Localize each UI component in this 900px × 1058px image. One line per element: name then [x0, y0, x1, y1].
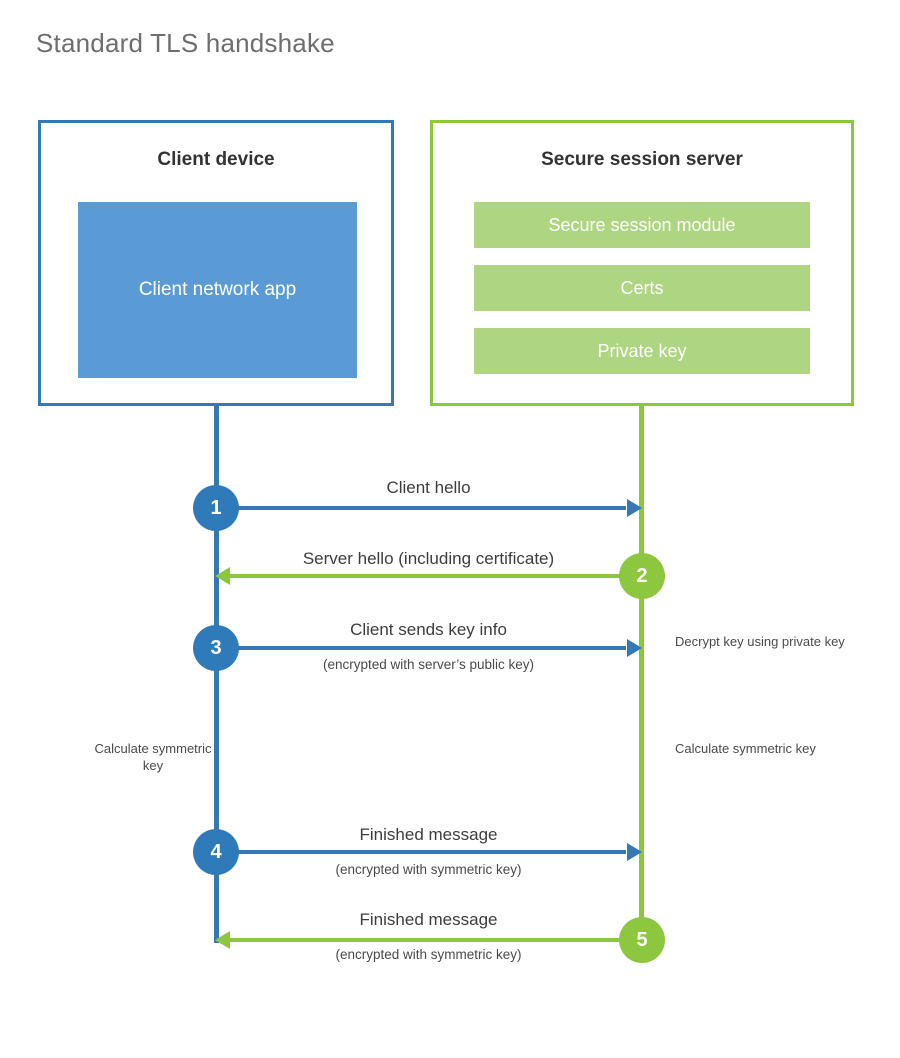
step-4-sublabel: (encrypted with symmetric key) [335, 862, 522, 877]
step-marker-2[interactable]: 2 [619, 553, 665, 599]
step-5-arrow [215, 931, 641, 949]
step-1-label: Client hello [386, 478, 471, 497]
server-block-secure-session-module: Secure session module [474, 202, 810, 248]
arrowhead-right-icon [627, 843, 642, 861]
arrowhead-left-icon [215, 931, 230, 949]
page-title: Standard TLS handshake [36, 28, 335, 58]
step-4-arrow [216, 843, 642, 861]
client-device-title: Client device [157, 149, 275, 170]
arrowhead-left-icon [215, 567, 230, 585]
step-2-label: Server hello (including certificate) [302, 549, 555, 568]
step-5-sublabel: (encrypted with symmetric key) [335, 947, 522, 962]
arrow-shaft [216, 646, 626, 650]
step-2-arrow [215, 567, 641, 585]
step-marker-1[interactable]: 1 [193, 485, 239, 531]
client-lifeline [214, 403, 219, 943]
step-marker-4[interactable]: 4 [193, 829, 239, 875]
server-lifeline [639, 403, 644, 941]
step-3-label: Client sends key info [350, 620, 507, 639]
client-network-app-block: Client network app [78, 202, 357, 378]
server-block-certs: Certs [474, 265, 810, 311]
step-5-label: Finished message [359, 910, 498, 929]
arrow-shaft [216, 850, 626, 854]
client-device-box: Client device Client network app [38, 120, 394, 406]
arrowhead-right-icon [627, 639, 642, 657]
step-3-sublabel: (encrypted with server’s public key) [322, 657, 535, 672]
arrowhead-right-icon [627, 499, 642, 517]
server-block-private-key: Private key [474, 328, 810, 374]
step-4-label: Finished message [359, 825, 498, 844]
arrow-shaft [230, 574, 641, 578]
step-1-arrow [216, 499, 642, 517]
client-calculate-symmetric-key-note: Calculate symmetric key [94, 741, 212, 773]
secure-session-server-title: Secure session server [541, 149, 743, 170]
secure-session-server-box: Secure session server Secure session mod… [430, 120, 854, 406]
server-calculate-symmetric-key-note: Calculate symmetric key [675, 741, 816, 756]
arrow-shaft [216, 506, 626, 510]
decrypt-key-note: Decrypt key using private key [675, 634, 845, 649]
arrow-shaft [230, 938, 641, 942]
step-3-arrow [216, 639, 642, 657]
step-marker-5[interactable]: 5 [619, 917, 665, 963]
step-marker-3[interactable]: 3 [193, 625, 239, 671]
